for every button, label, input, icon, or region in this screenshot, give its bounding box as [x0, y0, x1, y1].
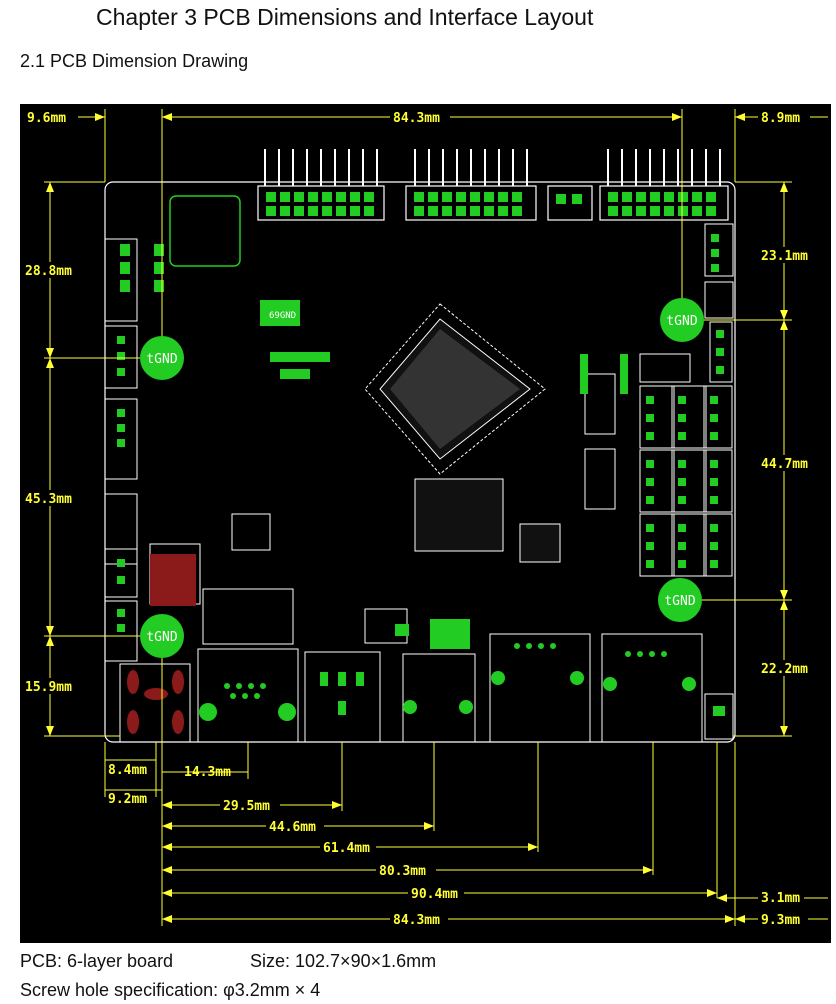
dim-right-top: 23.1mm: [761, 249, 808, 264]
dim-bottom-d3: 14.3mm: [184, 765, 231, 780]
pcb-layers-text: PCB: 6-layer board: [20, 951, 174, 971]
relay-block: [150, 554, 196, 606]
dim-bottom-d7: 80.3mm: [379, 864, 426, 879]
dim-bottom-d11: 9.3mm: [761, 913, 800, 928]
left-ic: [169, 195, 241, 267]
dim-bottom-d2: 9.2mm: [108, 792, 147, 807]
tgnd-label-top-right: tGND: [666, 314, 697, 329]
left-connectors: [104, 238, 138, 662]
header-pads: [266, 192, 716, 216]
dim-left-bottom: 15.9mm: [25, 680, 72, 695]
memory-chip: [414, 478, 561, 563]
pcb-dimension-drawing: 69GND: [20, 104, 831, 943]
section-title: 2.1 PCB Dimension Drawing: [20, 51, 249, 71]
header-blocks: [257, 185, 729, 221]
dim-top-center: 84.3mm: [393, 111, 440, 126]
dim-left-middle: 45.3mm: [25, 492, 72, 507]
chip-marking: 69GND: [269, 311, 296, 321]
tgnd-label-bottom-left: tGND: [146, 630, 177, 645]
terminal-blocks: [639, 223, 734, 577]
bottom-connector-pads: [199, 643, 725, 721]
dim-bottom-d6: 61.4mm: [323, 841, 370, 856]
chip-grid: [390, 329, 520, 449]
pcb-spec-line: PCB: 6-layer board Size: 102.7×90×1.6mm: [20, 951, 436, 972]
tgnd-label-top-left: tGND: [146, 352, 177, 367]
dimension-labels: 9.6mm 84.3mm 8.9mm 28.8mm 45.3mm 15.9mm …: [25, 111, 808, 928]
dim-top-right: 8.9mm: [761, 111, 800, 126]
dim-label-backgrounds: [22, 109, 814, 927]
dim-bottom-d1: 8.4mm: [108, 763, 147, 778]
dim-bottom-d8: 90.4mm: [411, 887, 458, 902]
dim-top-left: 9.6mm: [27, 111, 66, 126]
tgnd-label-bottom-right: tGND: [664, 594, 695, 609]
dim-left-top: 28.8mm: [25, 264, 72, 279]
mounting-holes: [140, 298, 704, 658]
screw-hole-spec: Screw hole specification: φ3.2mm × 4: [20, 980, 321, 1000]
dim-bottom-d4: 29.5mm: [223, 799, 270, 814]
dim-bottom-d5: 44.6mm: [269, 820, 316, 835]
power-jack: [127, 670, 184, 734]
dim-right-bottom: 22.2mm: [761, 662, 808, 677]
left-connector-pads: [117, 336, 125, 632]
green-smd-parts: [120, 244, 628, 649]
top-pin-headers: [264, 149, 721, 186]
dim-bottom-d10: 3.1mm: [761, 891, 800, 906]
bottom-connectors: [119, 633, 734, 743]
dimension-arrows: [46, 113, 788, 923]
chapter-title: Chapter 3 PCB Dimensions and Interface L…: [96, 4, 594, 30]
terminal-pads: [646, 234, 724, 568]
dim-right-middle: 44.7mm: [761, 457, 808, 472]
dim-bottom-d9: 84.3mm: [393, 913, 440, 928]
pcb-size-text: Size: 102.7×90×1.6mm: [250, 951, 437, 971]
